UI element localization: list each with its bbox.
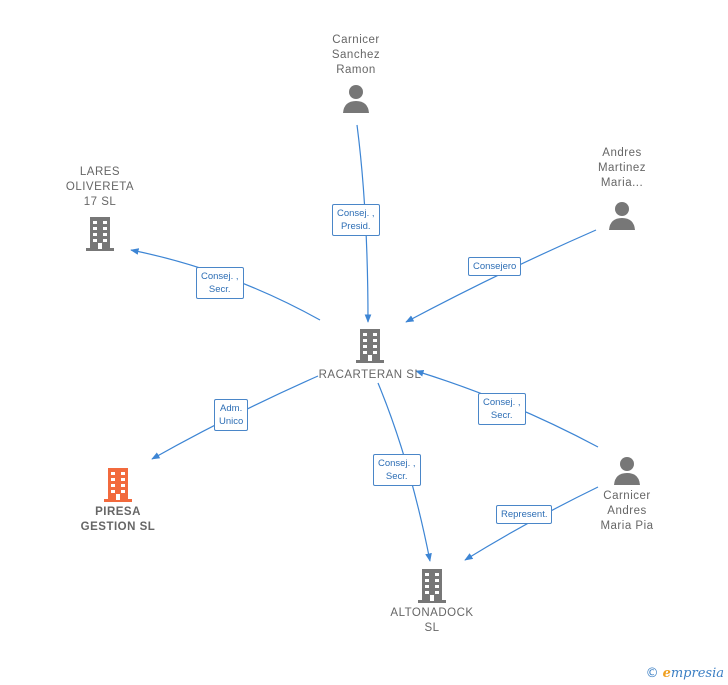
node-carnicer-andres[interactable]: Carnicer Andres Maria Pia [587, 454, 667, 534]
node-label: Carnicer Sanchez Ramon [331, 34, 381, 76]
node-label: PIRESA GESTION SL [80, 506, 156, 533]
building-icon [104, 468, 132, 502]
relation-label-consej-secr-carnicer[interactable]: Consej. , Secr. [478, 393, 526, 425]
node-label: RACARTERAN SL [318, 369, 422, 381]
building-icon [356, 329, 384, 363]
node-altonadock[interactable]: ALTONADOCK SL [382, 568, 482, 636]
node-lares[interactable]: LARES OLIVERETA 17 SL [55, 165, 145, 252]
person-icon [614, 457, 640, 485]
node-racarteran[interactable]: RACARTERAN SL [310, 328, 430, 383]
relation-label-adm-unico[interactable]: Adm. Unico [214, 399, 249, 431]
relation-label-consej-secr-altonadock[interactable]: Consej. , Secr. [373, 454, 421, 486]
edge-andres-martinez-to-racarteran [405, 229, 597, 323]
person-icon [343, 85, 369, 113]
brand-footer: ©empresia [646, 666, 724, 681]
node-andres-martinez[interactable]: Andres Martinez Maria... [582, 146, 662, 231]
relation-label-consejero[interactable]: Consejero [468, 257, 522, 276]
node-label: Andres Martinez Maria... [597, 147, 647, 189]
building-icon [86, 217, 114, 251]
copyright-symbol: © [645, 666, 659, 681]
node-label: LARES OLIVERETA 17 SL [65, 166, 135, 208]
brand-initial: e [662, 666, 671, 681]
relation-label-represent[interactable]: Represent. [496, 505, 553, 524]
node-label: Carnicer Andres Maria Pia [600, 490, 654, 532]
building-icon [418, 569, 446, 603]
node-carnicer-sanchez[interactable]: Carnicer Sanchez Ramon [316, 33, 396, 114]
node-label: ALTONADOCK SL [390, 607, 474, 634]
person-icon [609, 202, 635, 230]
relation-label-consej-secr-lares[interactable]: Consej. , Secr. [196, 267, 244, 299]
relation-label-consej-presid[interactable]: Consej. , Presid. [332, 204, 380, 236]
brand-name: mpresia [670, 666, 724, 681]
node-piresa[interactable]: PIRESA GESTION SL [68, 467, 168, 535]
